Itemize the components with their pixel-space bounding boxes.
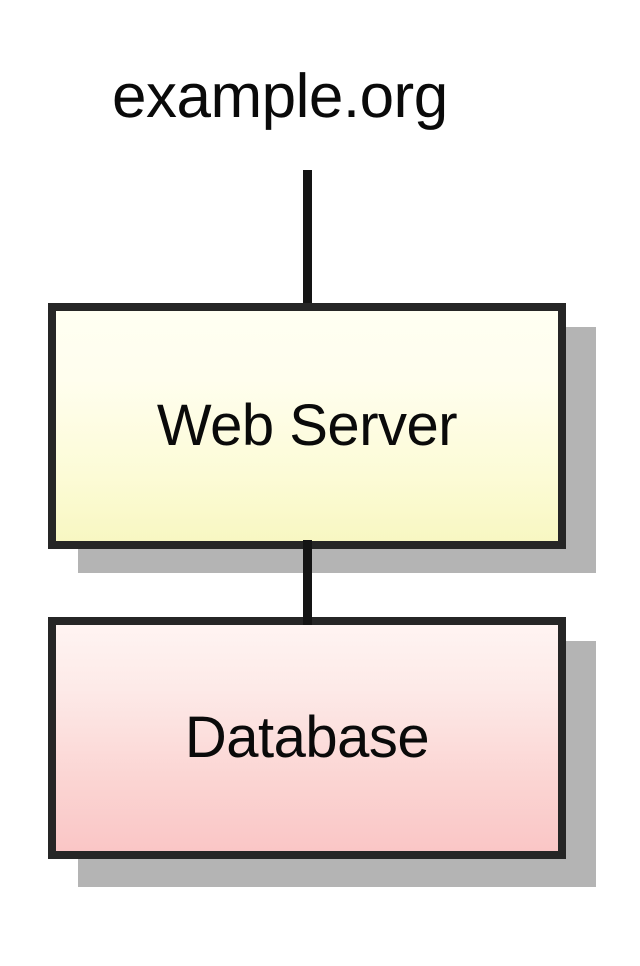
database-node-label: Database	[184, 705, 430, 770]
node-database[interactable]: Database	[48, 617, 566, 859]
database-node-fill: Database	[56, 625, 558, 851]
web-server-node-fill: Web Server	[56, 311, 558, 541]
edge-label-to-web-server	[303, 170, 312, 310]
node-web-server[interactable]: Web Server	[48, 303, 566, 549]
diagram-title-label: example.org	[112, 62, 448, 131]
edge-web-server-to-database	[303, 540, 312, 625]
web-server-node-label: Web Server	[156, 393, 458, 458]
